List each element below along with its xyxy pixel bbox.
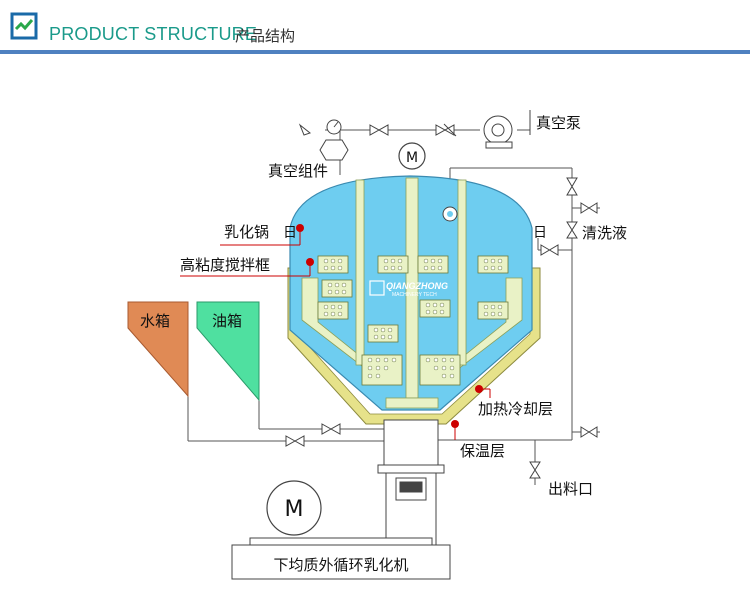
- label-high-viscosity-frame: 高粘度搅拌框: [180, 256, 270, 274]
- callout-dots: [296, 224, 483, 428]
- header-divider: [0, 50, 750, 54]
- label-cleaning-fluid: 清洗液: [582, 224, 627, 242]
- page-header: PRODUCT STRUCTURE 产品结构: [0, 0, 750, 56]
- homogenizer-housing: [231, 419, 451, 580]
- top-motor-letter: M: [406, 150, 418, 166]
- vacuum-pump-icon: [483, 110, 531, 149]
- label-bottom-homogenizer: 下均质外循环乳化机: [273, 556, 408, 574]
- logo-icon: [10, 12, 38, 40]
- watermark: QIANGZHONG MACHINERY TECH: [369, 280, 448, 298]
- bottom-motor-letter: M: [285, 497, 304, 522]
- plate-holes: [323, 258, 503, 379]
- label-oil-tank: 油箱: [212, 312, 242, 330]
- watermark-brand: QIANGZHONG: [386, 281, 448, 291]
- level-mark-left: 日: [283, 225, 297, 241]
- bottom-motor: M: [266, 480, 322, 536]
- water-tank: [127, 301, 189, 398]
- label-emulsifying-pot: 乳化锅: [224, 223, 269, 241]
- label-water-tank: 水箱: [140, 312, 170, 330]
- label-vacuum-assembly: 真空组件: [268, 162, 328, 180]
- page-title-chinese: 产品结构: [235, 27, 296, 45]
- oil-tank: [196, 301, 260, 402]
- watermark-sub: MACHINERY TECH: [392, 292, 437, 298]
- label-heating-cooling-layer: 加热冷却层: [478, 400, 553, 418]
- top-motor: M: [398, 142, 426, 170]
- vacuum-assembly-icon: [298, 119, 349, 161]
- level-mark-right: 日: [533, 225, 547, 241]
- valve-icons: [285, 123, 598, 479]
- label-insulation-layer: 保温层: [460, 442, 505, 460]
- spray-ball-icon: [442, 206, 458, 222]
- label-vacuum-pump: 真空泵: [536, 114, 581, 132]
- page-title-english: PRODUCT STRUCTURE: [49, 24, 258, 44]
- label-outlet: 出料口: [548, 480, 593, 498]
